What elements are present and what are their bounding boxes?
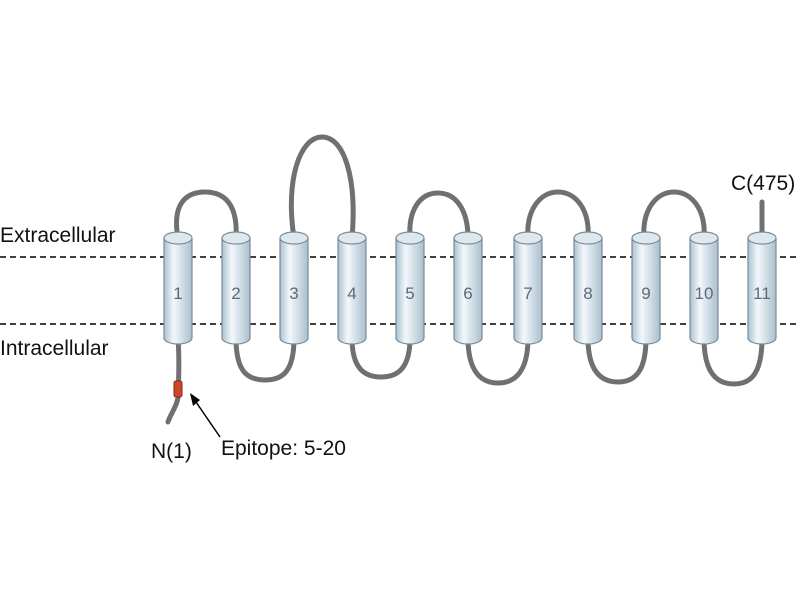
- helix-body: [337, 237, 367, 345]
- helix-10: 10: [689, 231, 719, 345]
- helix-top-cap: [279, 231, 309, 245]
- intracellular-loop-2-3: [233, 335, 297, 383]
- helix-number: 7: [523, 284, 532, 303]
- helix-number: 8: [583, 284, 592, 303]
- helix-5: 5: [395, 231, 425, 345]
- helix-number: 11: [753, 284, 771, 303]
- helix-number: 5: [405, 284, 414, 303]
- helix-body: [163, 237, 193, 345]
- helix-body: [279, 237, 309, 345]
- helix-body: [513, 237, 543, 345]
- helix-body: [395, 237, 425, 345]
- n-terminal-tail: [165, 335, 182, 425]
- helix-number: 1: [173, 284, 182, 303]
- helix-number: 6: [463, 284, 472, 303]
- helix-body: [747, 237, 777, 345]
- c-terminus-label: C(475): [731, 172, 795, 195]
- intracellular-label: Intracellular: [0, 337, 109, 360]
- epitope-arrow-head: [190, 393, 200, 406]
- extracellular-loop-3-4: [288, 134, 356, 241]
- helix-number: 10: [695, 284, 714, 303]
- helix-body: [221, 237, 251, 345]
- epitope-marker: [173, 380, 183, 398]
- helix-number: 2: [231, 284, 240, 303]
- helix-number: 9: [641, 284, 650, 303]
- intracellular-loop-10-11: [701, 335, 765, 387]
- helix-1: 1: [163, 231, 193, 345]
- helix-4: 4: [337, 231, 367, 345]
- transmembrane-helices: 1 2 3 4 5 6 7 8 9 10 11: [163, 231, 777, 345]
- helix-top-cap: [453, 231, 483, 245]
- extracellular-loop-9-10: [641, 189, 707, 241]
- helix-top-cap: [747, 231, 777, 245]
- epitope-label: Epitope: 5-20: [221, 437, 346, 460]
- extracellular-loop-7-8: [525, 189, 591, 241]
- helix-body: [573, 237, 603, 345]
- helix-6: 6: [453, 231, 483, 345]
- helix-top-cap: [631, 231, 661, 245]
- intracellular-loop-4-5: [349, 335, 413, 380]
- helix-7: 7: [513, 231, 543, 345]
- epitope-arrow-line: [195, 401, 221, 438]
- helix-top-cap: [337, 231, 367, 245]
- helix-top-cap: [689, 231, 719, 245]
- helix-number: 3: [289, 284, 298, 303]
- helix-9: 9: [631, 231, 661, 345]
- intracellular-loop-6-7: [465, 335, 531, 386]
- helix-3: 3: [279, 231, 309, 345]
- extracellular-label: Extracellular: [0, 224, 116, 247]
- helix-top-cap: [163, 231, 193, 245]
- n-terminus-label: N(1): [151, 440, 192, 463]
- helix-top-cap: [395, 231, 425, 245]
- intracellular-loop-8-9: [585, 335, 649, 385]
- helix-body: [453, 237, 483, 345]
- helix-2: 2: [221, 231, 251, 345]
- helix-top-cap: [221, 231, 251, 245]
- helix-body: [689, 237, 719, 345]
- helix-body: [631, 237, 661, 345]
- helix-number: 4: [347, 284, 356, 303]
- helix-top-cap: [573, 231, 603, 245]
- helix-8: 8: [573, 231, 603, 345]
- helix-top-cap: [513, 231, 543, 245]
- extracellular-loop-5-6: [407, 190, 471, 241]
- extracellular-loop-1-2: [174, 189, 239, 241]
- helix-11: 11: [747, 231, 777, 345]
